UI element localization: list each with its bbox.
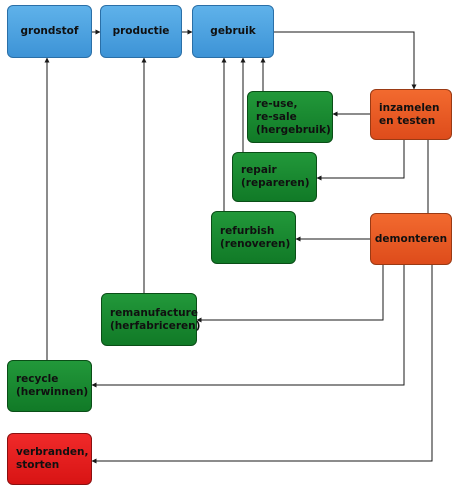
arrow-demonteren-recycle: [91, 265, 405, 388]
arrow-gebruik-inzamelen: [274, 31, 417, 90]
node-verbranden-line-2: storten: [16, 459, 60, 471]
node-verbranden-line-1: verbranden,: [16, 446, 89, 458]
node-refurbish-line-1: refurbish: [220, 224, 275, 237]
node-recycle-line-1: recycle: [16, 373, 59, 385]
node-reuse-line-2: re-sale: [256, 110, 297, 123]
arrow-demonteren-remanufacture: [196, 265, 384, 323]
node-inzamelen: inzamelen en testen: [370, 89, 452, 140]
node-inzamelen-line-1: inzamelen: [379, 101, 440, 114]
node-grondstof-label: grondstof: [20, 25, 79, 37]
node-gebruik-label: gebruik: [210, 25, 256, 37]
node-demonteren-label: demonteren: [374, 232, 448, 245]
node-repair: repair (repareren): [232, 152, 317, 202]
node-reuse: re-use, re-sale (hergebruik): [247, 91, 333, 143]
node-verbranden: verbranden, storten: [7, 433, 92, 485]
node-demonteren: demonteren: [370, 213, 452, 265]
node-refurbish-line-2: (renoveren): [220, 237, 291, 250]
node-recycle-line-2: (herwinnen): [16, 386, 89, 398]
node-repair-line-2: (repareren): [241, 177, 310, 189]
node-reuse-line-1: re-use,: [256, 97, 298, 110]
node-remanufacture-line-2: (herfabriceren): [110, 319, 201, 332]
node-inzamelen-line-2: en testen: [379, 114, 436, 127]
arrow-demonteren-verbranden: [91, 265, 433, 464]
node-refurbish: refurbish (renoveren): [211, 211, 296, 264]
node-grondstof: grondstof: [7, 5, 92, 58]
arrow-inzamelen-repair: [316, 140, 405, 181]
node-reuse-line-3: (hergebruik): [256, 123, 331, 136]
node-gebruik: gebruik: [192, 5, 274, 58]
node-productie-label: productie: [112, 25, 170, 37]
node-repair-line-1: repair: [241, 164, 277, 176]
node-recycle: recycle (herwinnen): [7, 360, 92, 412]
node-remanufacture-line-1: remanufacture: [110, 306, 198, 319]
node-productie: productie: [100, 5, 182, 58]
node-remanufacture: remanufacture (herfabriceren): [101, 293, 201, 346]
